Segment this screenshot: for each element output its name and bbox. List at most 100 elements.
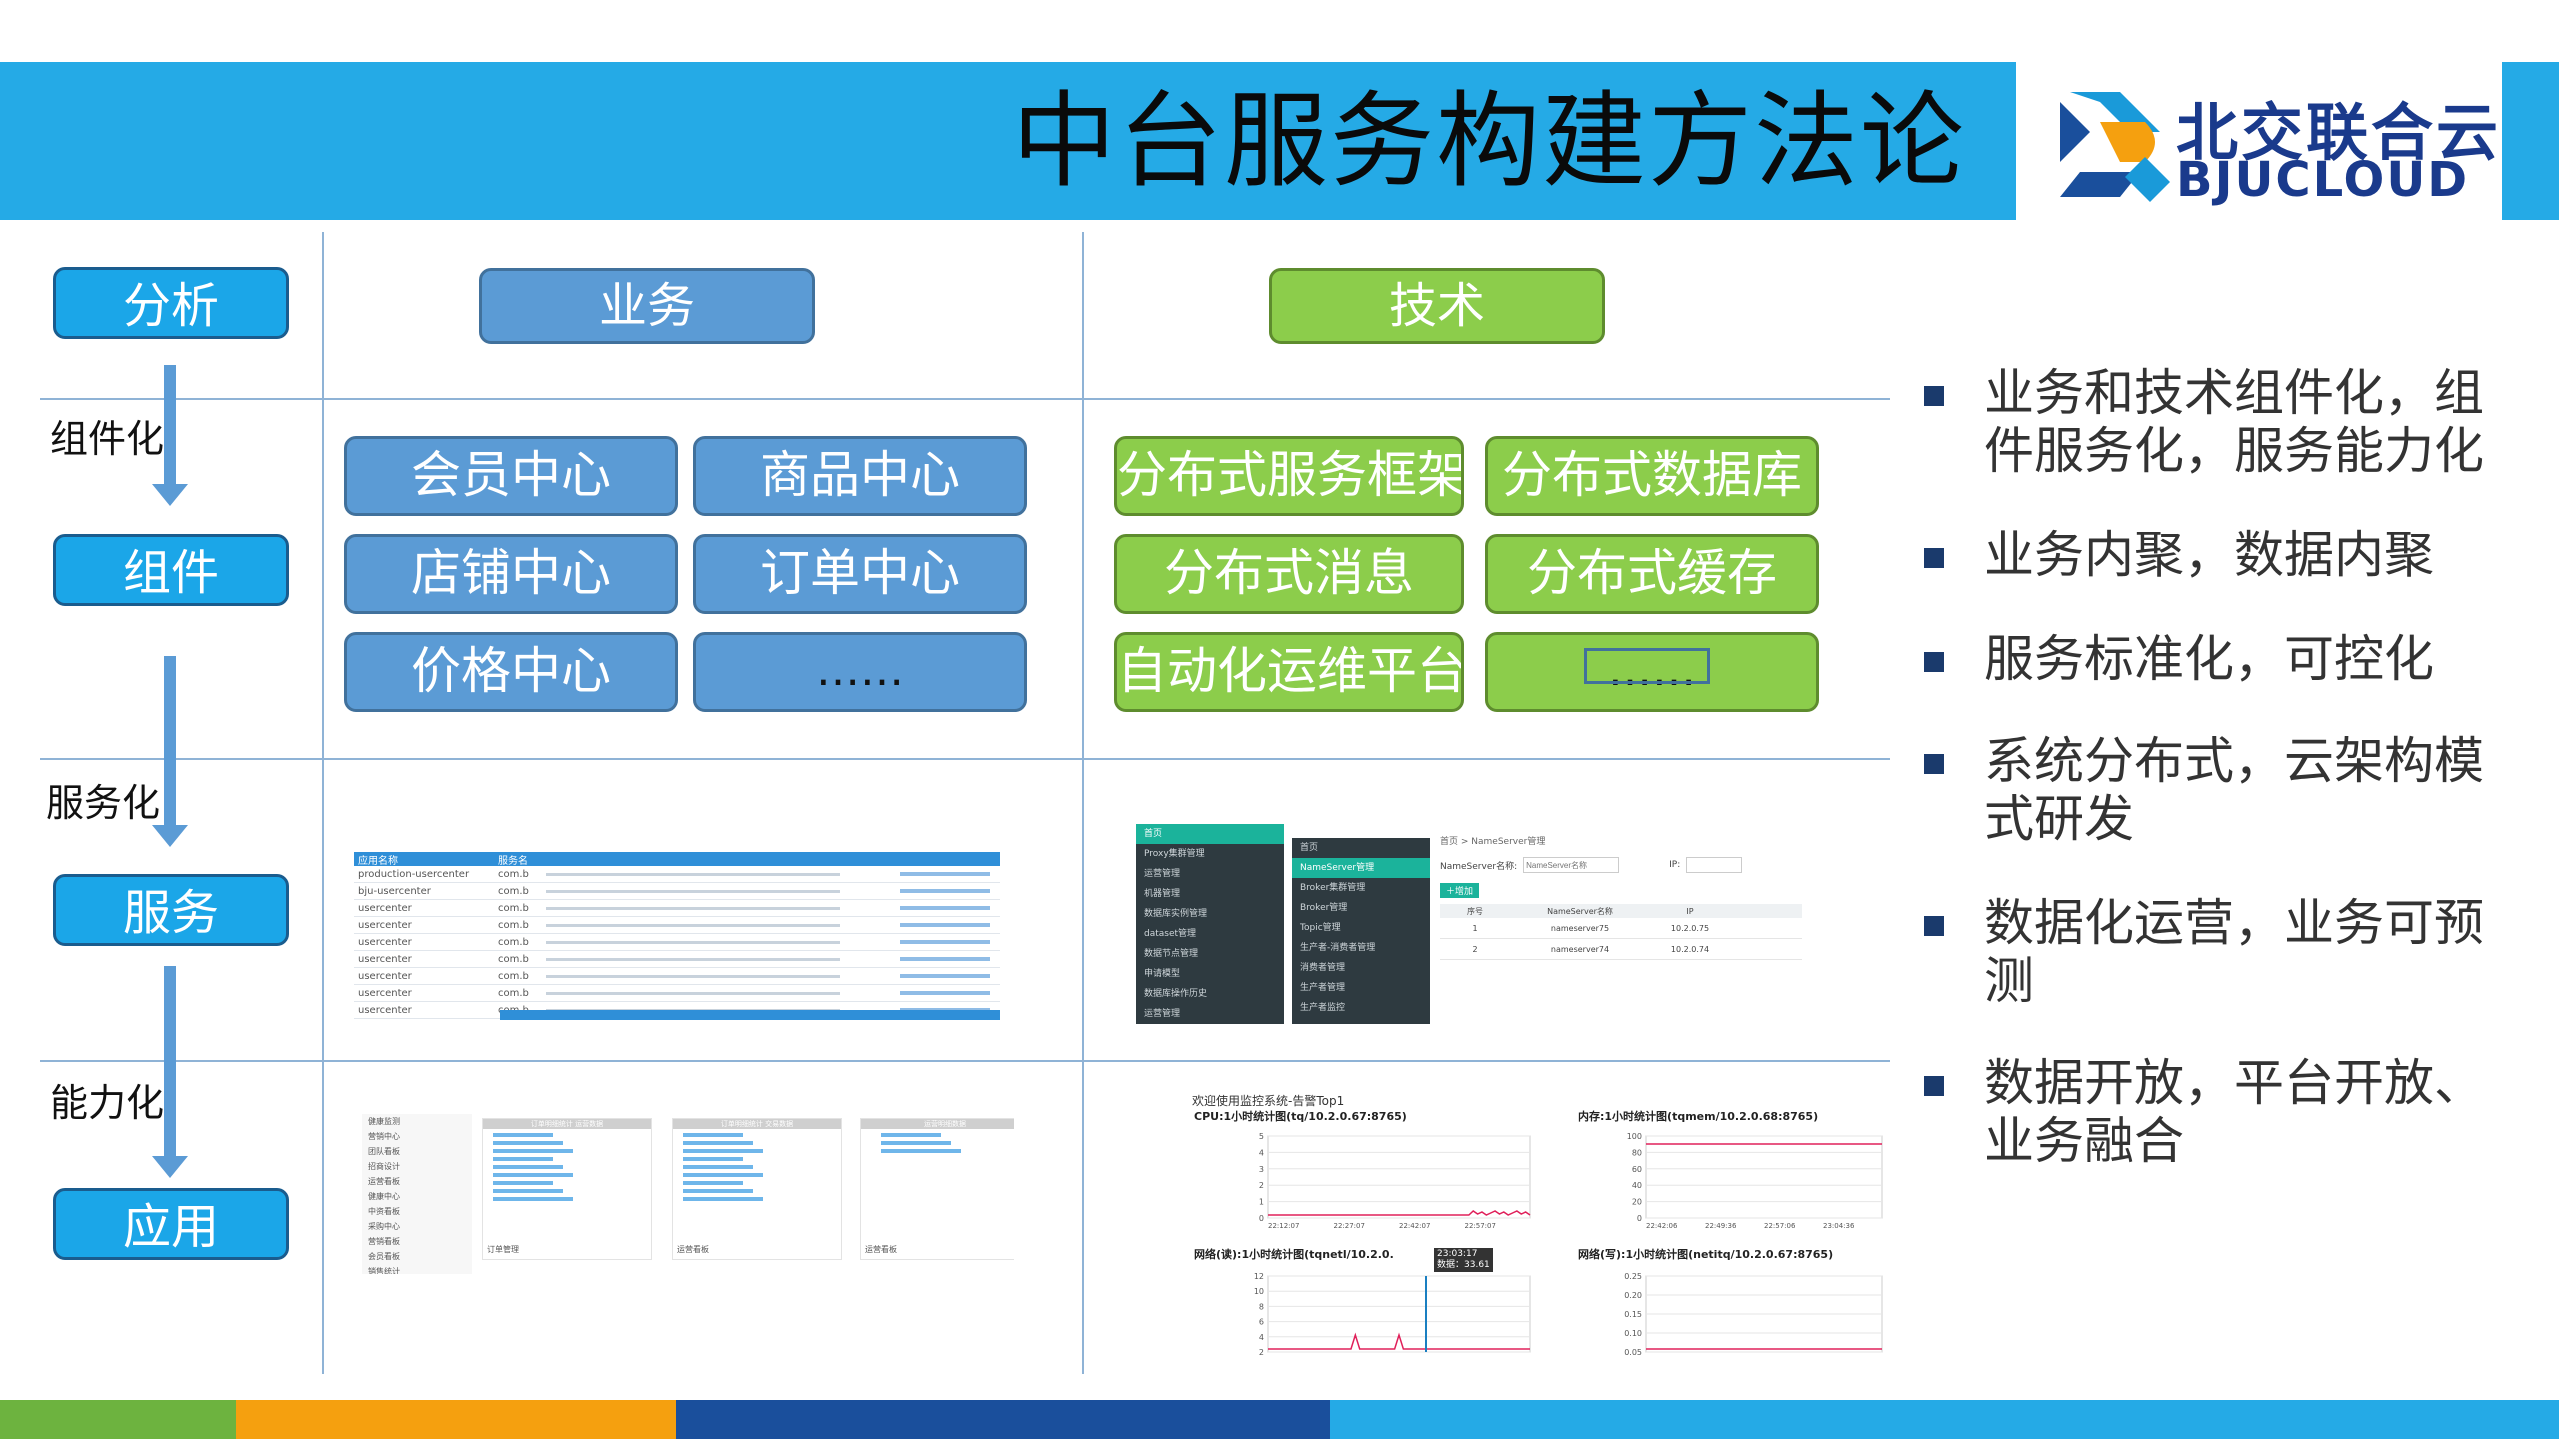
app-name-cell: bju-usercenter — [358, 885, 431, 897]
service-prefix-cell: com.b — [498, 868, 529, 880]
monitor-ytick: 0 — [1259, 1214, 1264, 1223]
service-detail-placeholder — [546, 974, 840, 978]
app-panel-line — [881, 1133, 941, 1137]
component-more-tech: …… — [1485, 632, 1819, 712]
tooltip-value: 数据：33.61 — [1437, 1260, 1490, 1270]
column-technology: 技术 — [1269, 268, 1605, 344]
admin-submenu-item[interactable]: NameServer管理 — [1292, 858, 1430, 878]
app-sidebar-item[interactable]: 营销中心 — [368, 1132, 400, 1141]
app-sidebar-item[interactable]: 中资看板 — [368, 1207, 400, 1216]
admin-submenu-item[interactable]: 生产者管理 — [1300, 983, 1346, 993]
monitor-xtick: 23:04:36 — [1823, 1222, 1855, 1230]
service-prefix-cell: com.b — [498, 936, 529, 948]
admin-menu-item[interactable]: 申请模型 — [1144, 969, 1181, 979]
app-panel-line — [683, 1173, 763, 1177]
admin-submenu-item[interactable]: 消费者管理 — [1300, 963, 1346, 973]
app-name-cell: usercenter — [358, 919, 412, 931]
component-member-center: 会员中心 — [344, 436, 678, 516]
monitor-xtick: 22:57:06 — [1764, 1222, 1796, 1230]
monitor-ytick: 10 — [1254, 1287, 1264, 1296]
logo-mark-icon — [2060, 92, 2170, 202]
monitor-ytick: 2 — [1259, 1348, 1264, 1357]
admin-content: 首页 > NameServer管理 NameServer名称: IP: ＋增加 … — [1440, 834, 1802, 1024]
app-sidebar-item[interactable]: 营销看板 — [368, 1237, 400, 1246]
column-business: 业务 — [479, 268, 815, 344]
nameserver-cell: 1 — [1472, 923, 1478, 933]
service-detail-placeholder — [546, 940, 840, 944]
monitor-series-line — [1268, 1332, 1530, 1350]
ip-filter-input[interactable] — [1686, 857, 1743, 873]
app-name-cell: production-usercenter — [358, 868, 470, 880]
app-panel-line — [683, 1141, 753, 1145]
admin-menu-item[interactable]: 首页 — [1136, 824, 1284, 844]
app-sidebar-item[interactable]: 健康中心 — [368, 1192, 400, 1201]
admin-menu-item[interactable]: 运营管理 — [1144, 869, 1181, 879]
admin-submenu-item[interactable]: Topic管理 — [1300, 923, 1341, 933]
nameserver-filter-input[interactable] — [1523, 857, 1620, 873]
service-prefix-cell: com.b — [498, 885, 529, 897]
bullet-icon — [1924, 548, 1944, 568]
app-panel-line — [493, 1149, 573, 1153]
app-panel: 订单明细统计 运营数据订单管理 — [482, 1118, 652, 1260]
admin-menu-item[interactable]: 数据库操作历史 — [1144, 989, 1208, 999]
nameserver-cell: 2 — [1472, 944, 1478, 954]
grid-vline-mid — [1082, 232, 1084, 1374]
add-button[interactable]: ＋增加 — [1440, 883, 1480, 898]
admin-submenu-item[interactable]: Broker管理 — [1300, 903, 1348, 913]
app-sidebar-item[interactable]: 运营看板 — [368, 1177, 400, 1186]
app-sidebar-item[interactable]: 采购中心 — [368, 1222, 400, 1231]
app-panel: 运营明细数据运营看板 — [860, 1118, 1014, 1260]
monitor-ytick: 0.25 — [1624, 1272, 1642, 1281]
app-sidebar-item[interactable]: 招商设计 — [368, 1162, 400, 1171]
transition-capability: 能力化 — [50, 1081, 165, 1125]
admin-submenu-item[interactable]: 首页 — [1300, 843, 1319, 853]
monitor-plot-area — [1267, 1135, 1531, 1219]
transition-servicize: 服务化 — [46, 781, 161, 825]
component-price-center: 价格中心 — [344, 632, 678, 712]
app-name-cell: usercenter — [358, 953, 412, 965]
service-prefix-cell: com.b — [498, 919, 529, 931]
plus-icon: ＋ — [1446, 887, 1456, 897]
admin-submenu-item[interactable]: 生产者监控 — [1300, 1003, 1346, 1013]
app-panel: 订单明细统计 交易数据运营看板 — [672, 1118, 842, 1260]
admin-menu-item[interactable]: dataset管理 — [1144, 929, 1197, 939]
component-shop-center: 店铺中心 — [344, 534, 678, 614]
app-sidebar-item[interactable]: 会员看板 — [368, 1252, 400, 1261]
action-links-placeholder — [900, 957, 990, 961]
service-detail-placeholder — [546, 991, 840, 995]
admin-menu-item[interactable]: 运营管理 — [1144, 1009, 1181, 1019]
monitor-chart-title: 网络(读):1小时统计图(tqnetl/10.2.0. — [1194, 1247, 1394, 1261]
service-row: production-usercenter com.b — [354, 866, 1000, 883]
service-detail-placeholder — [546, 923, 840, 927]
admin-menu-item[interactable]: 数据节点管理 — [1144, 949, 1199, 959]
service-table-footer — [500, 1010, 1000, 1020]
monitor-xtick: 22:42:06 — [1646, 1222, 1678, 1230]
app-panel-line — [683, 1157, 743, 1161]
admin-menu-item[interactable]: 数据库实例管理 — [1144, 909, 1208, 919]
nameserver-cell: nameserver75 — [1550, 923, 1610, 933]
bullet-3: 服务标准化，可控化 — [1984, 630, 2434, 688]
arrow-down-icon — [152, 825, 188, 847]
monitor-ytick: 0.15 — [1624, 1310, 1642, 1319]
app-panel-line — [493, 1197, 573, 1201]
app-sidebar-item[interactable]: 团队看板 — [368, 1147, 400, 1156]
monitor-ytick: 1 — [1259, 1198, 1264, 1207]
admin-menu-item[interactable]: Proxy集群管理 — [1144, 849, 1205, 859]
monitor-ytick: 5 — [1259, 1132, 1264, 1141]
monitor-plot-area — [1267, 1275, 1531, 1353]
admin-breadcrumb: 首页 > NameServer管理 — [1440, 837, 1546, 847]
admin-menu-item[interactable]: 机器管理 — [1144, 889, 1181, 899]
bullet-icon — [1924, 652, 1944, 672]
admin-submenu-item[interactable]: Broker集群管理 — [1300, 883, 1366, 893]
service-detail-placeholder — [546, 889, 840, 893]
admin-submenu-item[interactable]: 生产者-消费者管理 — [1300, 943, 1376, 953]
app-sidebar-item[interactable]: 健康监测 — [368, 1117, 400, 1126]
stage-service: 服务 — [53, 874, 289, 946]
footer-stripe-blue — [1330, 1400, 2559, 1439]
more-tech-inner-frame — [1584, 648, 1710, 684]
arrow-down-icon — [152, 484, 188, 506]
monitor-ytick: 20 — [1632, 1198, 1642, 1207]
action-links-placeholder — [900, 940, 990, 944]
